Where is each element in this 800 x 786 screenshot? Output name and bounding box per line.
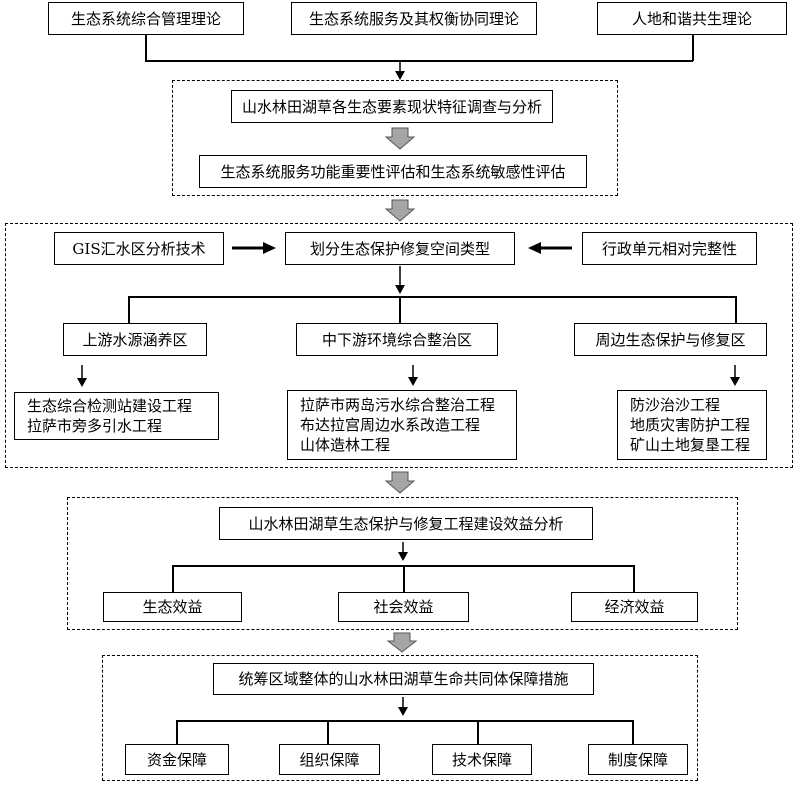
block-arrow-down	[386, 632, 418, 653]
zoning-group-frame	[5, 223, 793, 468]
theory-box: 生态系统服务及其权衡协同理论	[291, 2, 537, 35]
benefit-title-label: 山水林田湖草生态保护与修复工程建设效益分析	[248, 514, 564, 533]
measure-box: 技术保障	[432, 744, 532, 775]
survey-group-frame	[172, 80, 618, 196]
connector-line	[145, 60, 693, 62]
survey-step-label: 生态系统服务功能重要性评估和生态系统敏感性评估	[220, 162, 566, 181]
connector-line	[172, 565, 174, 592]
connector-line	[692, 35, 694, 61]
connector-line	[176, 720, 633, 722]
project-item: 地质灾害防护工程	[630, 416, 751, 434]
connector-line	[399, 296, 401, 323]
project-item: 山体造林工程	[300, 436, 391, 454]
gis-technique-label: GIS汇水区分析技术	[72, 239, 206, 258]
arrow-down	[77, 365, 87, 387]
connector-line	[176, 720, 178, 744]
arrow-down	[398, 697, 408, 716]
zone-box: 上游水源涵养区	[63, 323, 207, 356]
gis-technique-box: GIS汇水区分析技术	[54, 232, 224, 265]
project-item: 拉萨市两岛污水综合整治工程	[300, 396, 496, 414]
arrow-right	[232, 242, 276, 254]
admin-unit-label: 行政单元相对完整性	[601, 239, 737, 258]
project-list-box: 拉萨市两岛污水综合整治工程 布达拉宫周边水系改造工程 山体造林工程	[287, 390, 517, 460]
block-arrow-down	[384, 127, 416, 150]
admin-unit-box: 行政单元相对完整性	[582, 232, 757, 265]
connector-line	[403, 565, 405, 592]
benefit-label: 生态效益	[142, 598, 203, 616]
project-list-box: 防沙治沙工程 地质灾害防护工程 矿山土地复垦工程	[617, 390, 767, 460]
measure-box: 制度保障	[588, 744, 688, 775]
theory-box: 人地和谐共生理论	[597, 2, 787, 35]
arrow-down	[398, 542, 408, 561]
measures-title-label: 统筹区域整体的山水林田湖草生命共同体保障措施	[238, 670, 569, 688]
zone-label: 周边生态保护与修复区	[595, 330, 746, 349]
benefit-group-frame	[67, 497, 738, 630]
survey-step-box: 生态系统服务功能重要性评估和生态系统敏感性评估	[199, 155, 587, 188]
benefit-box: 经济效益	[571, 592, 698, 622]
theory-label: 生态系统综合管理理论	[70, 9, 221, 28]
measure-label: 组织保障	[299, 750, 360, 769]
arrow-down	[395, 60, 405, 80]
connector-line	[128, 296, 736, 298]
project-list-box: 生态综合检测站建设工程 拉萨市旁多引水工程	[14, 392, 219, 440]
project-item: 生态综合检测站建设工程	[27, 397, 193, 415]
benefit-box: 社会效益	[338, 592, 469, 622]
project-item: 防沙治沙工程	[630, 396, 721, 414]
connector-line	[632, 720, 634, 744]
benefit-label: 经济效益	[604, 598, 665, 616]
measure-label: 资金保障	[146, 750, 207, 769]
connector-line	[735, 296, 737, 323]
zone-label: 上游水源涵养区	[82, 330, 188, 349]
benefit-title-box: 山水林田湖草生态保护与修复工程建设效益分析	[219, 507, 593, 540]
theory-label: 人地和谐共生理论	[631, 9, 752, 28]
theory-label: 生态系统服务及其权衡协同理论	[308, 9, 519, 28]
zone-box: 中下游环境综合整治区	[296, 323, 498, 356]
benefit-box: 生态效益	[103, 592, 242, 622]
zone-label: 中下游环境综合整治区	[321, 330, 472, 349]
measures-title-box: 统筹区域整体的山水林田湖草生命共同体保障措施	[213, 663, 594, 695]
benefit-label: 社会效益	[373, 598, 434, 616]
connector-line	[633, 565, 635, 592]
connector-line	[128, 296, 130, 323]
measure-label: 制度保障	[607, 750, 668, 769]
project-item: 布达拉宫周边水系改造工程	[300, 416, 481, 434]
arrow-down	[395, 266, 405, 294]
block-arrow-down	[384, 199, 416, 222]
measures-group-frame	[102, 655, 698, 781]
measure-box: 组织保障	[279, 744, 380, 775]
survey-step-label: 山水林田湖草各生态要素现状特征调查与分析	[241, 97, 542, 116]
connector-line	[477, 720, 479, 744]
zoning-type-label: 划分生态保护修复空间类型	[309, 239, 490, 258]
connector-line	[145, 35, 147, 61]
arrow-down	[408, 365, 418, 386]
arrow-left	[528, 242, 572, 254]
project-item: 拉萨市旁多引水工程	[27, 417, 163, 435]
survey-step-box: 山水林田湖草各生态要素现状特征调查与分析	[231, 90, 553, 123]
measure-label: 技术保障	[451, 750, 512, 769]
theory-box: 生态系统综合管理理论	[48, 2, 244, 35]
connector-line	[327, 720, 329, 744]
project-item: 矿山土地复垦工程	[630, 436, 751, 454]
measure-box: 资金保障	[125, 744, 229, 775]
zone-box: 周边生态保护与修复区	[574, 323, 767, 356]
arrow-down	[730, 365, 740, 386]
zoning-type-box: 划分生态保护修复空间类型	[285, 232, 515, 265]
block-arrow-down	[384, 471, 416, 494]
